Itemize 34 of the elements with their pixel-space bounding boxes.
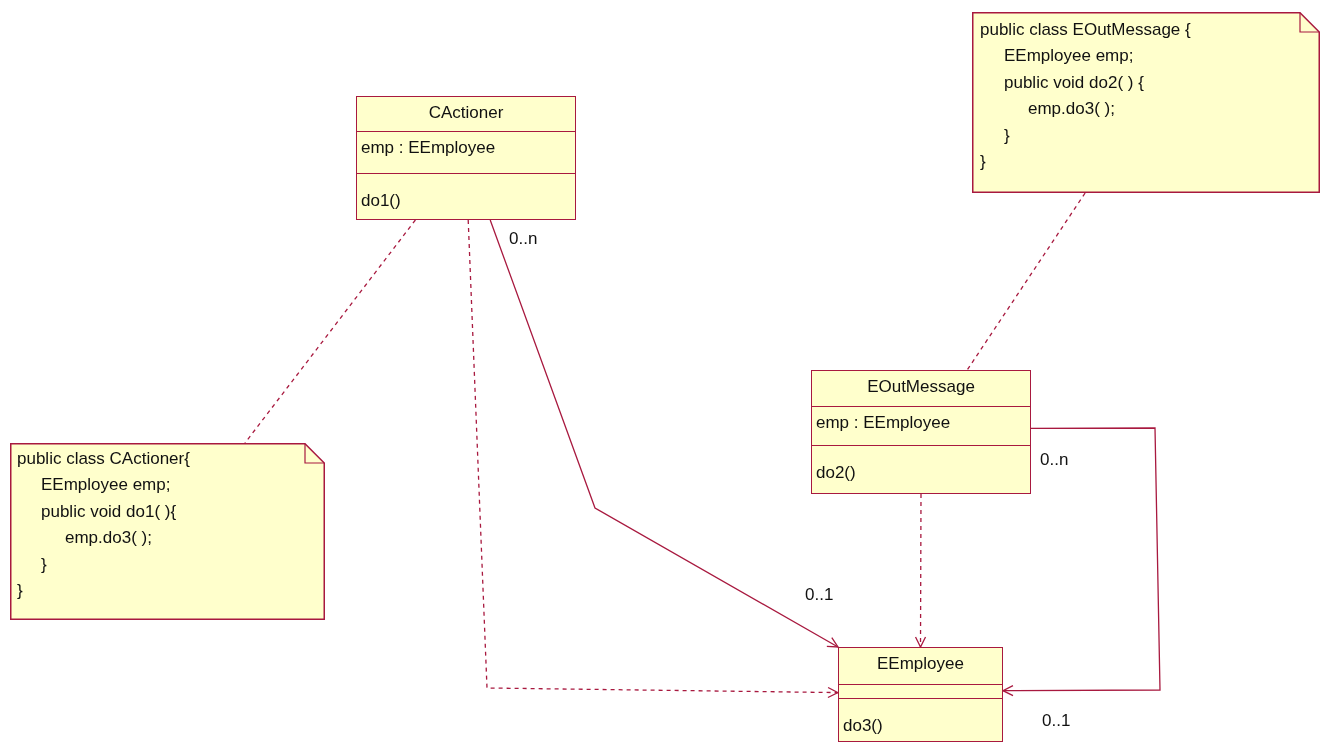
class-name: EOutMessage: [867, 377, 975, 397]
code-line: }: [17, 581, 23, 601]
dependency-arrow: [467, 219, 839, 699]
association-arrow: [489, 219, 839, 648]
class-name: EEmployee: [877, 654, 964, 674]
association-arrow: [1002, 427, 1161, 697]
note-link: [966, 192, 1086, 371]
code-line: emp.do3( );: [65, 528, 152, 549]
code-line: }: [41, 554, 47, 575]
multiplicity-label: 0..1: [805, 585, 834, 605]
class-name: CActioner: [428, 103, 504, 123]
code-line: public class EOutMessage {: [980, 20, 1191, 40]
code-line: EEmployee emp;: [1004, 46, 1134, 67]
code-line: emp.do3( );: [1028, 99, 1115, 120]
code-line: public void do2( ) {: [1004, 72, 1144, 93]
multiplicity-label: 0..n: [509, 229, 538, 249]
code-line: public class CActioner{: [17, 449, 190, 469]
class-box: [811, 370, 1031, 494]
operation-text: do1(): [361, 191, 401, 211]
code-line: }: [1004, 125, 1010, 146]
code-line: }: [980, 152, 986, 172]
operation-text: do2(): [816, 463, 856, 483]
attribute-text: emp : EEmployee: [816, 413, 951, 433]
operation-text: do3(): [843, 716, 883, 736]
multiplicity-label: 0..1: [1042, 711, 1071, 731]
code-line: public void do1( ){: [41, 501, 177, 522]
note-box: [10, 443, 325, 620]
class-box: [356, 96, 576, 220]
multiplicity-label: 0..n: [1040, 450, 1069, 470]
class-box: [838, 647, 1003, 742]
note-box: [972, 12, 1320, 193]
attribute-text: emp : EEmployee: [361, 138, 496, 158]
code-line: EEmployee emp;: [41, 475, 171, 496]
dependency-arrow: [914, 493, 927, 648]
